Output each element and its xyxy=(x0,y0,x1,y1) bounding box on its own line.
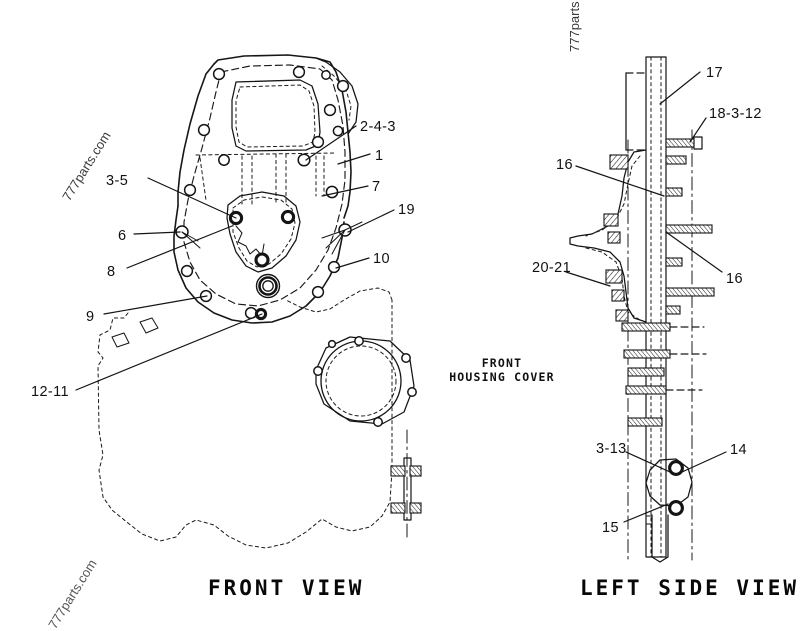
left-side-view-group xyxy=(565,56,727,563)
callout-16-upper[interactable]: 16 xyxy=(556,157,573,173)
callout-20-21[interactable]: 20-21 xyxy=(532,260,572,276)
callout-6[interactable]: 6 xyxy=(118,228,127,244)
watermark-top: 777parts xyxy=(567,1,582,52)
callout-17[interactable]: 17 xyxy=(706,65,723,81)
callout-3-5[interactable]: 3-5 xyxy=(106,173,129,189)
callout-19[interactable]: 19 xyxy=(398,202,415,218)
part-name-label: FRONT HOUSING COVER xyxy=(437,356,567,385)
callout-10[interactable]: 10 xyxy=(373,251,390,267)
callout-3-13[interactable]: 3-13 xyxy=(596,441,627,457)
front-view-title: FRONT VIEW xyxy=(208,576,365,600)
part-name-line2: HOUSING COVER xyxy=(449,370,555,385)
front-view-group xyxy=(75,54,422,549)
left-side-view-title: LEFT SIDE VIEW xyxy=(580,576,800,600)
callout-12-11[interactable]: 12-11 xyxy=(31,384,70,400)
callout-2-4-3[interactable]: 2-4-3 xyxy=(360,119,396,135)
callout-8[interactable]: 8 xyxy=(107,264,116,280)
callout-16-lower[interactable]: 16 xyxy=(726,271,743,287)
callout-15[interactable]: 15 xyxy=(602,520,619,536)
callout-18-3-12[interactable]: 18-3-12 xyxy=(709,106,762,122)
callout-7[interactable]: 7 xyxy=(372,179,381,195)
callout-14[interactable]: 14 xyxy=(730,442,747,458)
front-view-leaders xyxy=(75,125,395,391)
callout-1[interactable]: 1 xyxy=(375,148,384,164)
callout-9[interactable]: 9 xyxy=(86,309,95,325)
left-side-view-leaders xyxy=(565,71,727,523)
part-name-line1: FRONT xyxy=(481,356,523,370)
